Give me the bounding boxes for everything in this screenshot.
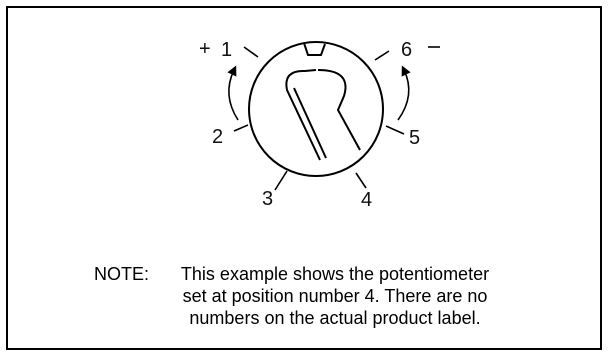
arrow-left-icon bbox=[227, 65, 239, 121]
note-line: numbers on the actual product label. bbox=[189, 308, 481, 328]
arrow-right-icon bbox=[397, 65, 411, 121]
position-label-3: 3 bbox=[262, 188, 273, 210]
note-line: This example shows the potentiometer bbox=[180, 264, 490, 284]
position-label-2: 2 bbox=[212, 126, 223, 148]
note-line: set at position number 4. There are no bbox=[182, 286, 488, 306]
tick-2 bbox=[233, 124, 249, 132]
position-label-6: 6 bbox=[401, 39, 412, 61]
knob-slot bbox=[285, 69, 361, 161]
plus-sign: + bbox=[199, 38, 211, 60]
tick-4 bbox=[355, 172, 367, 189]
note-label: NOTE: bbox=[94, 264, 150, 284]
tick-3 bbox=[274, 170, 288, 191]
knob-outline bbox=[248, 41, 384, 177]
position-label-5: 5 bbox=[409, 127, 420, 149]
tick-1 bbox=[243, 46, 259, 58]
tick-6 bbox=[374, 50, 390, 61]
position-label-4: 4 bbox=[361, 189, 372, 211]
position-label-1: 1 bbox=[221, 39, 232, 61]
diagram-frame bbox=[6, 6, 602, 350]
knob-notch bbox=[303, 42, 326, 56]
position-ticks bbox=[233, 46, 440, 191]
potentiometer-knob bbox=[248, 41, 384, 177]
tick-5 bbox=[385, 125, 405, 135]
note-text: This example shows the potentiometer set… bbox=[170, 263, 500, 329]
